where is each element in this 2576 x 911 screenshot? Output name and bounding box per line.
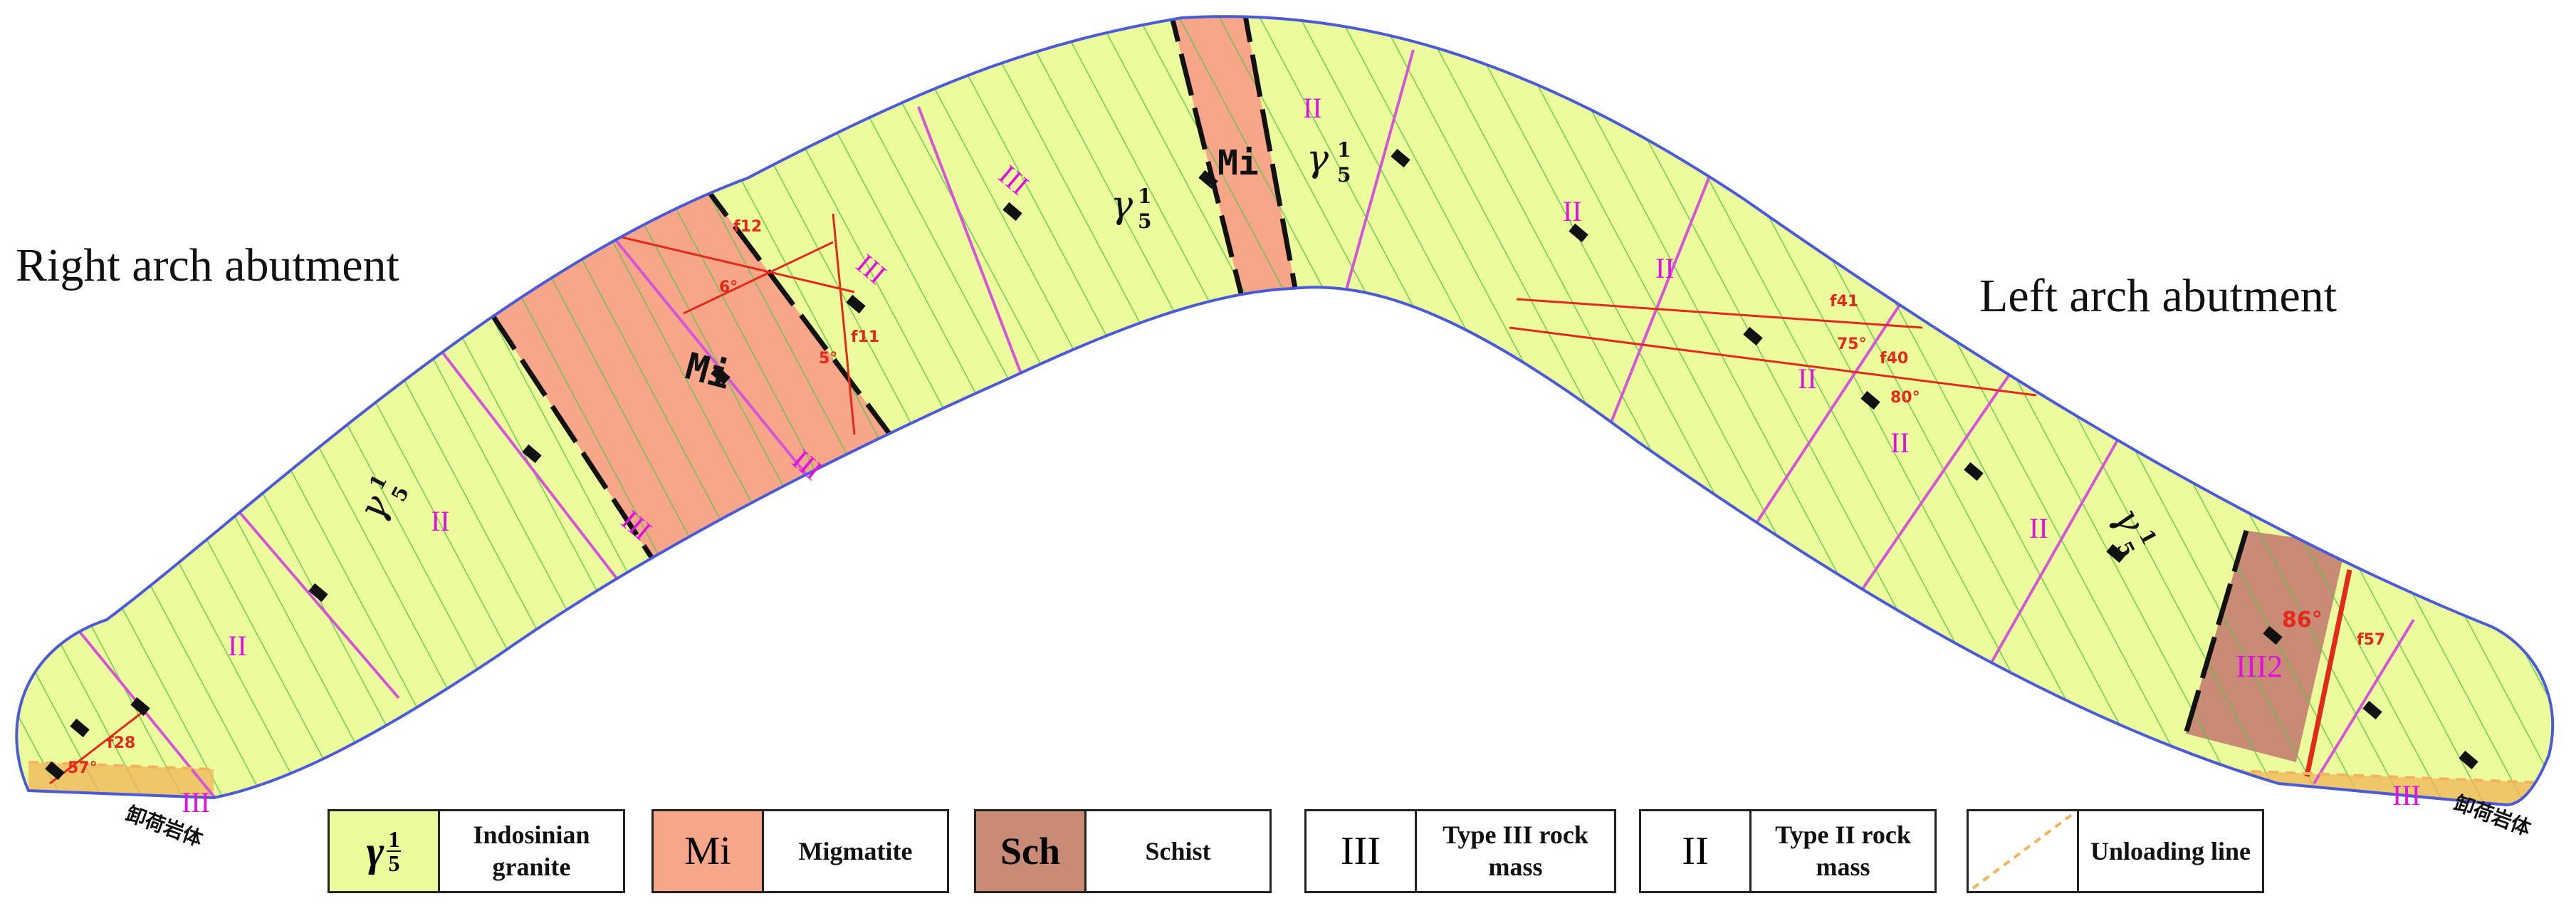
unloading-line-icon <box>1972 813 2074 890</box>
fault-angle-86: 86° <box>2282 608 2323 633</box>
band-outline <box>15 15 2555 807</box>
type-boundaries <box>63 49 2415 806</box>
legend-schist-text: Schist <box>1145 836 1211 865</box>
borehole-markers <box>45 148 2478 781</box>
zone-boundaries <box>489 16 2249 735</box>
fault-label-f11: f11 <box>851 328 879 346</box>
class-label-iii: III <box>2392 779 2421 811</box>
granite-sub: 5 <box>1337 163 1351 187</box>
class-label-ii: II <box>228 630 247 662</box>
legend-migmatite-swatch: Mi <box>654 811 764 891</box>
granite-sup: 1 <box>1337 138 1351 162</box>
legend-granite-gamma: γ <box>366 827 384 875</box>
legend-type2: II Type II rock mass <box>1639 809 1937 893</box>
granite-gamma: γ <box>1111 184 1133 227</box>
granite-sup: 1 <box>1138 184 1151 208</box>
class-label-iii2: III2 <box>2236 649 2283 684</box>
fault-label-f12: f12 <box>733 218 762 236</box>
legend-type2-text: Type II rock mass <box>1775 821 1911 881</box>
legend-unloading: Unloading line <box>1967 809 2264 893</box>
legend-type3-symbol: III <box>1307 811 1417 891</box>
zone-label-mi-crown: Mi <box>1218 143 1259 183</box>
fault-lines <box>49 213 2352 785</box>
granite-gamma: γ <box>1307 137 1329 180</box>
class-label-iii: III <box>182 786 210 818</box>
fault-angle: 57° <box>68 759 98 777</box>
legend-unloading-text: Unloading line <box>2090 836 2251 865</box>
legend-type3: III Type III rock mass <box>1304 809 1616 893</box>
legend-granite-num: 1 <box>387 826 402 852</box>
class-label-ii: II <box>1798 363 1817 395</box>
granite-sub: 5 <box>1138 209 1151 233</box>
fault-angle: 80° <box>1890 389 1920 407</box>
legend-granite-den: 5 <box>388 850 400 876</box>
class-label-ii: II <box>431 505 450 537</box>
legend-type2-symbol: II <box>1641 811 1752 891</box>
fault-label-f40: f40 <box>1880 350 1908 368</box>
legend-migmatite: Mi Migmatite <box>651 809 949 893</box>
unloading-lines <box>28 761 2553 785</box>
legend-granite-fraction: 1 5 <box>387 826 402 876</box>
class-label-ii: II <box>1303 92 1322 124</box>
legend-schist-swatch: Sch <box>976 811 1087 891</box>
legend-schist: Sch Schist <box>974 809 1272 893</box>
fault-label-f57: f57 <box>2357 631 2385 649</box>
legend-granite-text: Indosinian granite <box>473 821 590 881</box>
left-abutment-label: Left arch abutment <box>1979 270 2337 322</box>
fault-angle: 5° <box>819 350 837 368</box>
class-label-ii: II <box>1890 427 1910 459</box>
fault-angle: 6° <box>719 278 738 296</box>
class-label-ii: II <box>1655 252 1675 284</box>
right-abutment-label: Right arch abutment <box>16 239 399 291</box>
legend-unloading-swatch <box>1969 811 2079 891</box>
fault-label-f28: f28 <box>107 734 135 752</box>
legend-granite: γ 1 5 Indosinian granite <box>328 809 625 893</box>
class-label-ii: II <box>2029 512 2048 544</box>
class-label-ii: II <box>1563 195 1582 227</box>
legend-granite-swatch: γ 1 5 <box>330 811 440 891</box>
fault-angle: 75° <box>1837 335 1867 353</box>
granite-label-crown: γ 1 5 <box>1111 184 1151 233</box>
granite-label-crown-2: γ 1 5 <box>1307 137 1351 187</box>
legend-migmatite-text: Migmatite <box>798 836 913 865</box>
legend-type3-text: Type III rock mass <box>1443 821 1588 881</box>
fault-label-f41: f41 <box>1830 293 1858 311</box>
